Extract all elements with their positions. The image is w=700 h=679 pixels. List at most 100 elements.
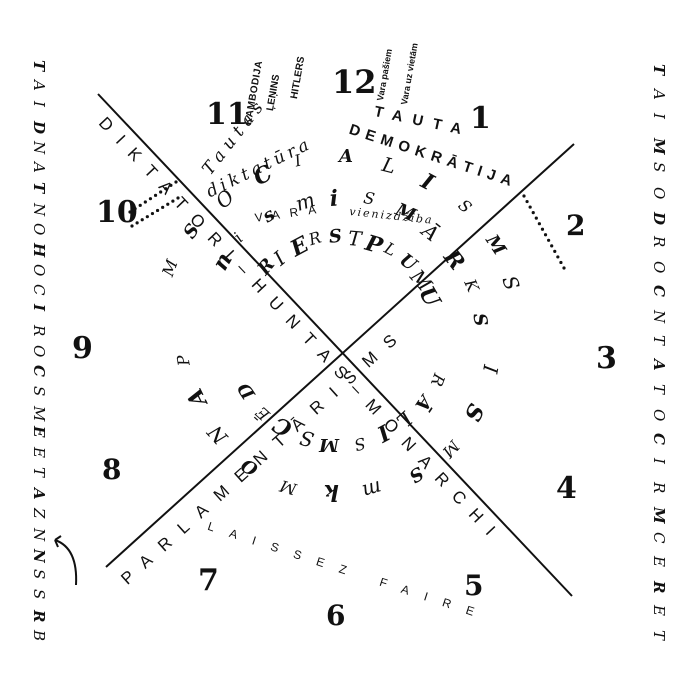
clock-numeral-5: 5 — [464, 569, 484, 602]
left-column-glyph: S — [30, 568, 48, 580]
scattered-glyph: k — [323, 479, 339, 505]
tick-dot — [133, 207, 137, 211]
right-column-glyph: N — [650, 310, 668, 324]
left-column-glyph: A — [30, 487, 48, 500]
tick-dot — [547, 238, 551, 242]
tick-dot — [128, 210, 132, 214]
left-column-glyph: I — [30, 304, 48, 312]
tick-dot — [148, 197, 153, 201]
tick-dot — [150, 211, 155, 216]
tick-dot — [550, 244, 554, 248]
tick-dot — [138, 203, 142, 207]
scattered-glyph: M — [277, 475, 299, 499]
tick-dot — [174, 180, 178, 184]
left-column-glyph: E — [30, 446, 48, 458]
tick-dot — [534, 216, 538, 220]
diagonal-line-descending — [97, 93, 573, 597]
tick-dot — [155, 208, 160, 213]
tick-dot — [145, 215, 149, 219]
right-column-glyph: R — [650, 482, 668, 494]
right-column-glyph: O — [650, 260, 668, 274]
right-column-glyph: T — [650, 334, 668, 345]
clock-numeral-4: 4 — [556, 471, 577, 506]
left-column-glyph: R — [30, 324, 48, 336]
clock-numeral-11: 11 — [206, 97, 248, 132]
right-column-glyph: T — [650, 630, 668, 641]
clock-numeral-1: 1 — [470, 101, 491, 136]
tick-dot — [553, 249, 557, 253]
left-column-glyph: N — [30, 548, 48, 563]
tick-dot — [559, 260, 563, 265]
right-column-glyph: C — [650, 285, 668, 298]
tick-dot — [556, 255, 560, 259]
tick-dot — [161, 205, 165, 209]
clock-numeral-7: 7 — [198, 563, 219, 598]
right-column-glyph: T — [650, 64, 668, 76]
tick-dot — [164, 187, 168, 191]
right-column-glyph: D — [650, 211, 668, 225]
tick-dot — [176, 196, 180, 200]
diagonal-line-ascending — [105, 143, 575, 568]
left-column-glyph: C — [30, 365, 48, 378]
scattered-glyph: S — [327, 225, 343, 248]
tick-dot — [531, 211, 535, 215]
tick-dot — [522, 194, 526, 198]
tick-dot — [537, 222, 541, 226]
left-column-glyph: T — [30, 182, 48, 194]
left-column-glyph: A — [30, 80, 48, 92]
left-column-glyph: C — [30, 283, 48, 296]
right-column-glyph: E — [650, 605, 668, 617]
left-column-glyph: O — [30, 345, 48, 358]
clock-numeral-2: 2 — [566, 209, 586, 242]
clock-numeral-12: 12 — [332, 63, 377, 101]
right-column-glyph: T — [650, 383, 668, 394]
right-column-glyph: O — [650, 187, 668, 200]
right-column-glyph: I — [650, 113, 668, 120]
tick-marks — [128, 180, 566, 270]
tick-dot — [153, 193, 158, 197]
clock-numeral-8: 8 — [102, 453, 122, 486]
scattered-glyph: T — [346, 226, 363, 252]
left-column-glyph: E — [30, 426, 48, 438]
scattered-glyph: P — [172, 353, 194, 367]
clock-numeral-3: 3 — [596, 341, 617, 376]
left-column-glyph: S — [30, 385, 48, 396]
left-column-glyph: N — [30, 528, 48, 542]
left-column-glyph: S — [30, 589, 48, 600]
left-column-glyph: O — [30, 222, 48, 236]
tick-dot — [140, 218, 144, 222]
left-column-glyph: B — [30, 630, 48, 642]
tick-dot — [528, 205, 532, 209]
right-column-glyph: M — [650, 506, 668, 524]
right-column-glyph: R — [650, 580, 668, 594]
right-column-glyph: R — [650, 236, 668, 248]
left-column-glyph: D — [30, 121, 48, 135]
left-column-glyph: R — [30, 609, 48, 623]
right-column-glyph: A — [650, 359, 668, 371]
left-column-glyph: H — [30, 243, 48, 258]
clock-numeral-6: 6 — [326, 599, 346, 632]
right-column-glyph: E — [650, 556, 668, 568]
clock-numeral-9: 9 — [72, 331, 93, 366]
left-column-glyph: I — [30, 100, 48, 107]
tick-dot — [543, 233, 548, 237]
right-column-glyph: S — [650, 162, 668, 173]
tick-dot — [130, 224, 134, 228]
right-column-glyph: C — [650, 531, 668, 544]
curved-arrow-icon — [54, 539, 78, 586]
tick-dot — [171, 199, 175, 203]
scattered-glyph: M — [319, 434, 339, 455]
left-column-glyph: T — [30, 467, 48, 478]
left-column-glyph: N — [30, 141, 48, 155]
left-column-glyph: O — [30, 263, 48, 276]
clock-numeral-10: 10 — [96, 195, 138, 230]
tick-dot — [166, 202, 170, 206]
scattered-glyph: A — [339, 146, 353, 167]
right-column-glyph: M — [650, 137, 668, 155]
tick-dot — [525, 199, 529, 204]
tick-dot — [562, 266, 566, 270]
right-column-glyph: I — [650, 457, 668, 464]
tick-dot — [169, 183, 173, 187]
right-column-glyph: O — [650, 408, 668, 421]
